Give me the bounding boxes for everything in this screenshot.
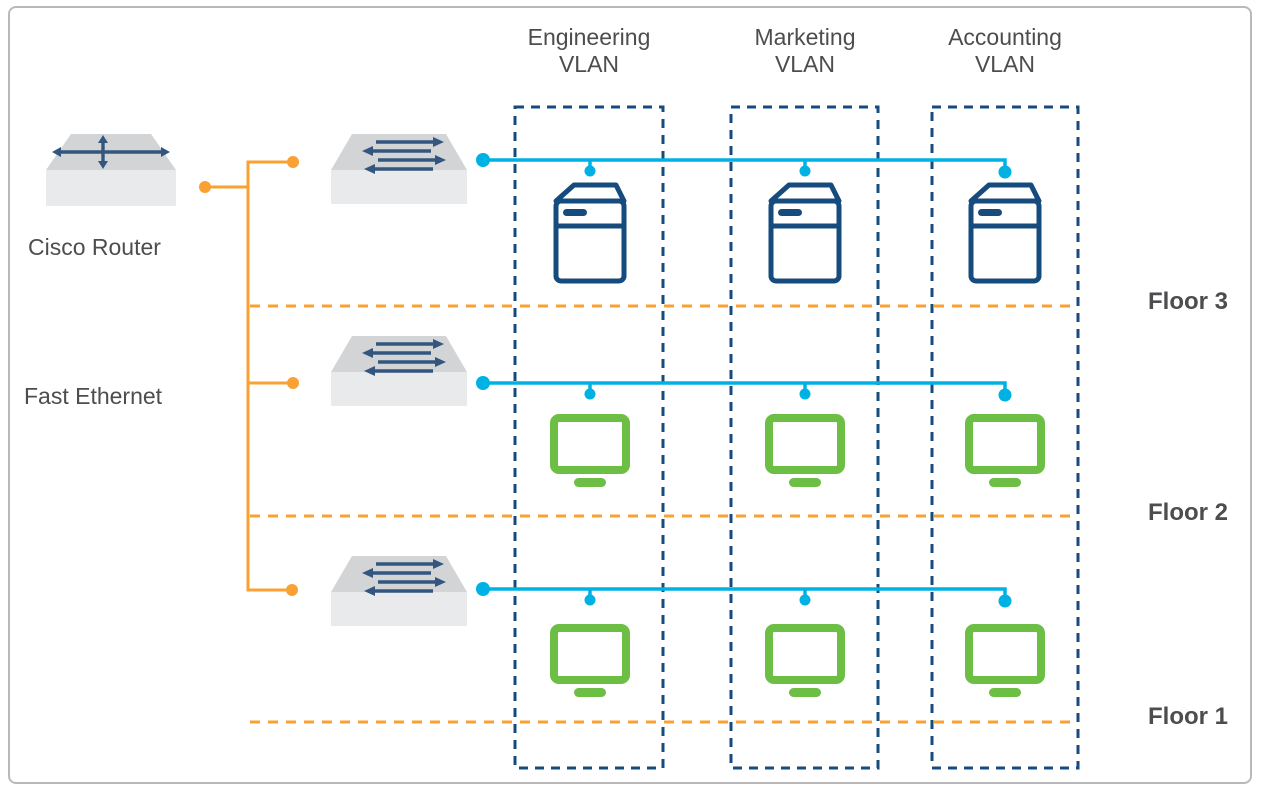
vlan-type: VLAN xyxy=(974,51,1036,77)
trunk-node-floor-3 xyxy=(287,156,299,168)
ethernet-trunk-line xyxy=(199,156,299,596)
workstation-icon-floor2-engineering xyxy=(554,418,626,487)
vlan-header-accounting: Accounting VLAN xyxy=(925,24,1085,78)
switch-icon-floor-1 xyxy=(331,556,467,626)
trunk-node-floor-2 xyxy=(287,377,299,389)
workstation-icon-floor1-marketing xyxy=(769,628,841,697)
vlan-header-engineering: Engineering VLAN xyxy=(509,24,669,78)
workstation-icon-floor1-accounting xyxy=(969,628,1041,697)
floor-label-1: Floor 1 xyxy=(1148,703,1229,730)
vlan-name: Accounting xyxy=(948,24,1062,50)
trunk-node-router xyxy=(199,181,211,193)
bus-line-floor-3 xyxy=(476,153,1012,179)
workstation-icon-floor2-marketing xyxy=(769,418,841,487)
vlan-type: VLAN xyxy=(558,51,620,77)
vlan-box-marketing xyxy=(729,105,880,770)
switch-icon-floor-2 xyxy=(331,336,467,406)
vlan-name: Engineering xyxy=(527,24,651,50)
server-icon-accounting xyxy=(971,185,1039,281)
trunk-node-floor-1 xyxy=(286,584,298,596)
vlan-box-accounting xyxy=(930,105,1080,770)
bus-line-floor-1 xyxy=(476,582,1012,608)
cisco-router-icon xyxy=(46,134,176,206)
workstation-icon-floor2-accounting xyxy=(969,418,1041,487)
server-icon-marketing xyxy=(771,185,839,281)
vlan-box-engineering xyxy=(513,105,665,770)
floor-label-2: Floor 2 xyxy=(1148,499,1229,526)
bus-line-floor-2 xyxy=(476,376,1012,402)
floor-label-3: Floor 3 xyxy=(1148,288,1229,315)
cisco-router-label: Cisco Router xyxy=(28,234,161,260)
switch-icon-floor-3 xyxy=(331,134,467,204)
vlan-type: VLAN xyxy=(774,51,836,77)
vlan-name: Marketing xyxy=(754,24,856,50)
server-icon-engineering xyxy=(556,185,624,281)
workstation-icon-floor1-engineering xyxy=(554,628,626,697)
fast-ethernet-label: Fast Ethernet xyxy=(24,383,163,409)
vlan-header-marketing: Marketing VLAN xyxy=(725,24,885,78)
